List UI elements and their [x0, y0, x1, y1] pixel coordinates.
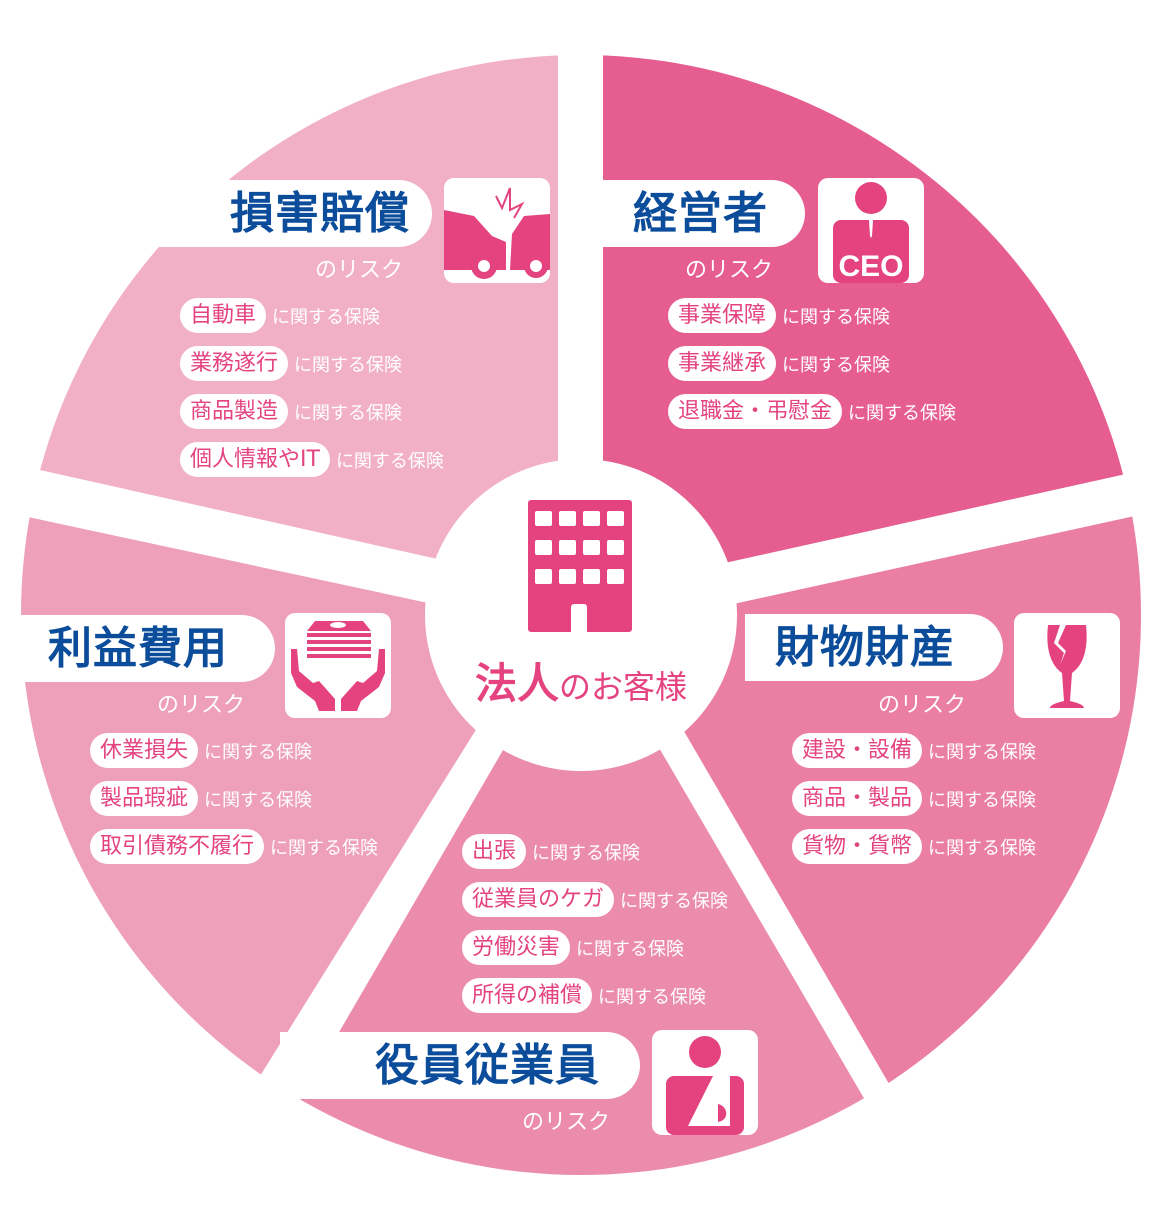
damages-item: 自動車に関する保険: [180, 298, 380, 333]
damages-item: 商品製造に関する保険: [180, 394, 402, 429]
item-suffix: に関する保険: [928, 741, 1037, 763]
item-suffix: に関する保険: [270, 837, 379, 859]
item-label: 建設・設備: [792, 733, 923, 768]
item-suffix: に関する保険: [294, 402, 403, 424]
injured-person-icon: [652, 1030, 758, 1135]
item-suffix: に関する保険: [335, 450, 444, 472]
item-suffix: に関する保険: [782, 354, 891, 376]
item-label: 事業保障: [668, 298, 777, 333]
item-label: 個人情報やIT: [180, 442, 330, 477]
employees-title: 役員従業員: [375, 1040, 600, 1091]
item-label: 商品製造: [180, 394, 289, 429]
item-suffix: に関する保険: [294, 354, 403, 376]
damages-title-pill: [0, 180, 432, 247]
item-suffix: に関する保険: [620, 890, 729, 912]
executives-risk-label: のリスク: [685, 258, 774, 283]
item-suffix: に関する保険: [928, 789, 1037, 811]
item-label: 出張: [462, 834, 527, 869]
item-suffix: に関する保険: [204, 741, 313, 763]
employees-title-pill: [280, 1032, 640, 1099]
profit-title: 利益費用: [48, 623, 228, 674]
item-label: 所得の補償: [462, 978, 593, 1013]
item-suffix: に関する保険: [204, 789, 313, 811]
profit-item: 取引債務不履行に関する保険: [90, 829, 378, 864]
item-label: 退職金・弔慰金: [668, 394, 843, 429]
center-circle: [425, 459, 737, 771]
damages-title: 損害賠償: [230, 188, 410, 239]
item-suffix: に関する保険: [532, 842, 641, 864]
property-risk-label: のリスク: [878, 693, 967, 718]
employees-item: 従業員のケガに関する保険: [462, 882, 728, 917]
employees-item: 出張に関する保険: [462, 834, 640, 869]
item-suffix: に関する保険: [782, 306, 891, 328]
damages-risk-label: のリスク: [315, 258, 404, 283]
item-suffix: に関する保険: [928, 837, 1037, 859]
profit-item: 休業損失に関する保険: [90, 733, 312, 768]
item-label: 業務遂行: [180, 346, 289, 381]
item-label: 貨物・貨幣: [792, 829, 923, 864]
item-suffix: に関する保険: [272, 306, 381, 328]
property-item: 商品・製品に関する保険: [792, 781, 1036, 816]
employees-risk-label: のリスク: [522, 1110, 611, 1135]
employees-item: 所得の補償に関する保険: [462, 978, 706, 1013]
property-title-pill: [745, 614, 1003, 681]
executives-item: 退職金・弔慰金に関する保険: [668, 394, 956, 429]
ceo-icon: CEO: [818, 178, 924, 283]
executives-title: 経営者: [633, 188, 768, 239]
executives-item: 事業継承に関する保険: [668, 346, 890, 381]
center-title-rest: のお客様: [559, 668, 688, 706]
center-title: 法人のお客様: [425, 650, 737, 711]
profit-item: 製品瑕疵に関する保険: [90, 781, 312, 816]
item-suffix: に関する保険: [848, 402, 957, 424]
hands-money-icon: [285, 613, 391, 718]
item-label: 労働災害: [462, 930, 571, 965]
item-suffix: に関する保険: [598, 986, 707, 1008]
item-label: 事業継承: [668, 346, 777, 381]
item-suffix: に関する保険: [576, 938, 685, 960]
employees-item: 労働災害に関する保険: [462, 930, 684, 965]
property-item: 貨物・貨幣に関する保険: [792, 829, 1036, 864]
item-label: 取引債務不履行: [90, 829, 265, 864]
property-title: 財物財産: [775, 622, 955, 673]
wedge-damages: [21, 55, 558, 586]
item-label: 商品・製品: [792, 781, 923, 816]
item-label: 製品瑕疵: [90, 781, 199, 816]
ceo-icon-text: CEO: [838, 250, 903, 283]
profit-risk-label: のリスク: [157, 693, 246, 718]
building-icon: [528, 500, 632, 632]
item-label: 従業員のケガ: [462, 882, 615, 917]
profit-title-pill: [0, 615, 275, 682]
damages-item: 業務遂行に関する保険: [180, 346, 402, 381]
car-crash-icon: [444, 178, 550, 283]
executives-title-pill: [603, 180, 805, 247]
center-title-bold: 法人: [474, 659, 559, 708]
property-item: 建設・設備に関する保険: [792, 733, 1036, 768]
broken-glass-icon: [1014, 613, 1120, 718]
item-label: 休業損失: [90, 733, 199, 768]
executives-item: 事業保障に関する保険: [668, 298, 890, 333]
item-label: 自動車: [180, 298, 267, 333]
